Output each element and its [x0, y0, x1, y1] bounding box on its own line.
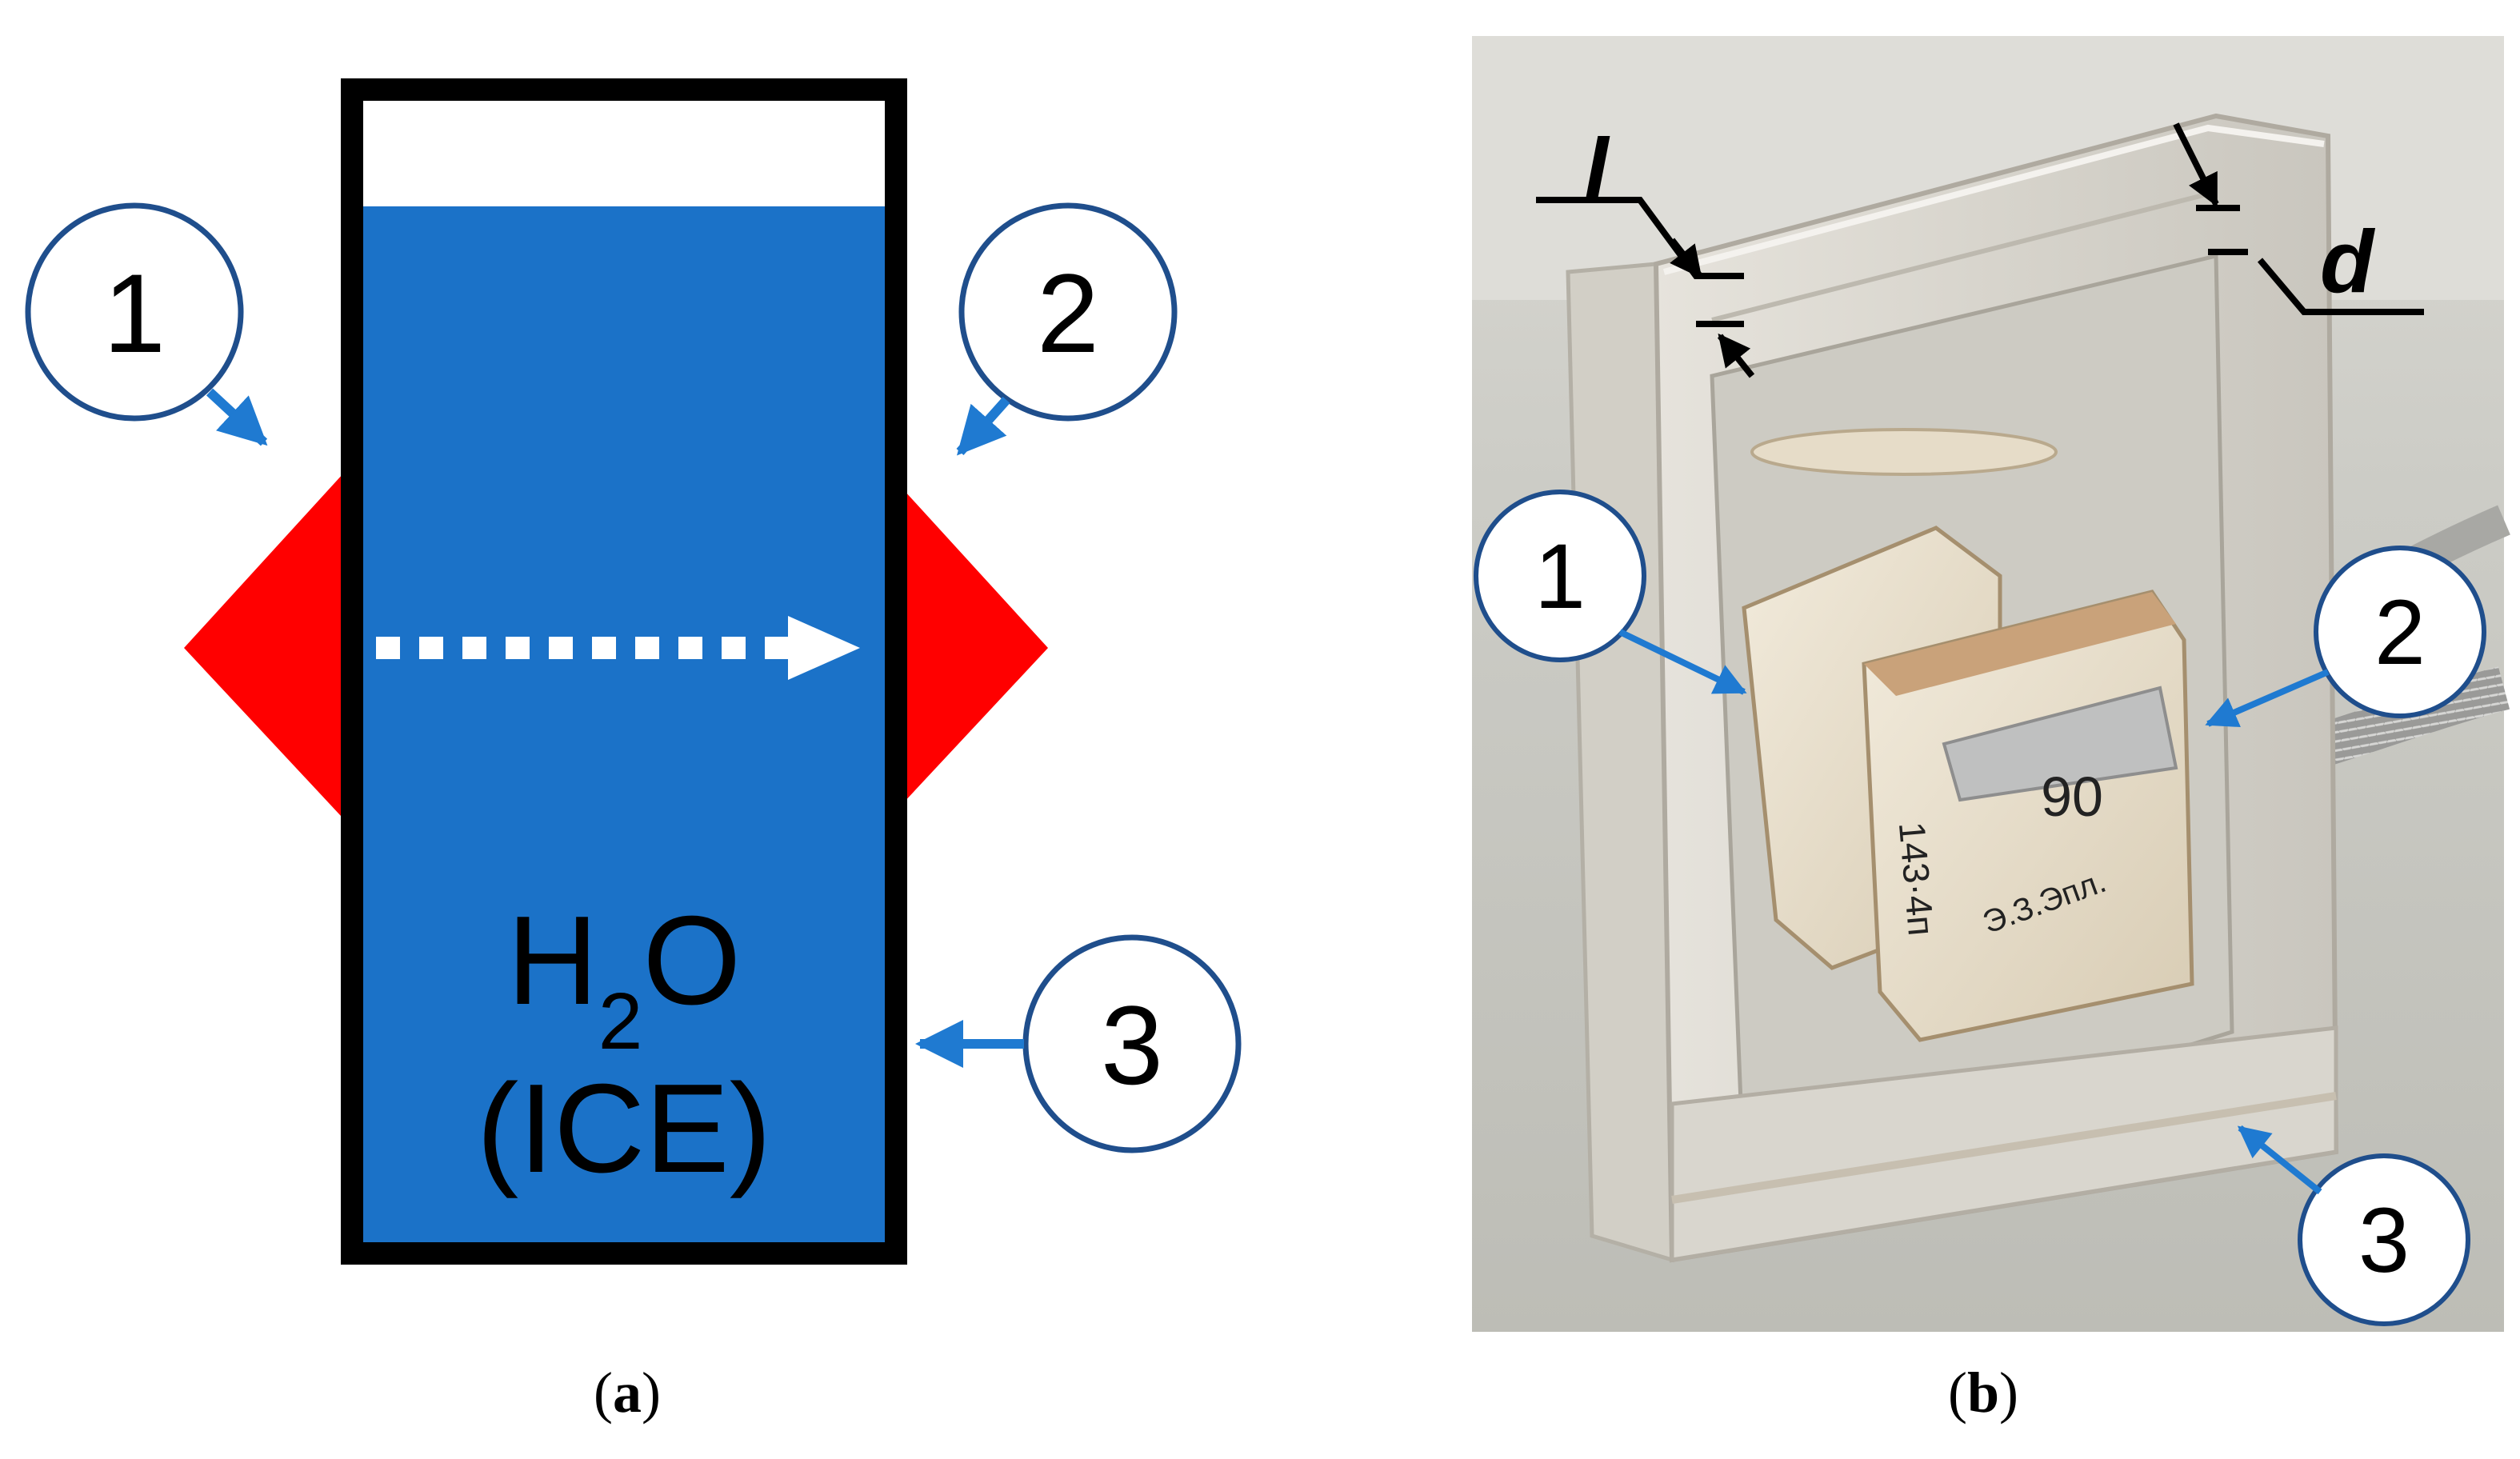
callout-1-b: 1 — [1474, 490, 1747, 695]
callout-3-b: 3 — [2237, 1125, 2470, 1326]
svg-text:2: 2 — [2374, 582, 2426, 684]
panel-a-diagram: H2O (ICE) 1 2 3 — [25, 78, 1242, 1265]
svg-text:3: 3 — [1101, 982, 1163, 1108]
svg-text:1: 1 — [103, 250, 166, 376]
caption-b: (b) — [1948, 1361, 2019, 1425]
svg-text:1: 1 — [1534, 526, 1586, 628]
callout-2-a: 2 — [956, 202, 1178, 456]
sample-label-90: 90 — [2041, 765, 2103, 828]
svg-text:d: d — [2320, 213, 2376, 311]
svg-text:l: l — [1584, 121, 1610, 219]
callout-3-a: 3 — [915, 934, 1242, 1153]
caption-a: (a) — [594, 1361, 661, 1425]
svg-text:3: 3 — [2358, 1189, 2410, 1292]
callout-2-b: 2 — [2205, 546, 2486, 728]
sample-electrodes: 90 143·4п Э.З.Эпл. — [1742, 526, 2194, 1042]
substance-label: H2O — [507, 890, 742, 1066]
electrode-left — [184, 464, 352, 828]
substance-state-label: (ICE) — [477, 1058, 772, 1199]
water-fill — [363, 206, 885, 1242]
dimension-d: d — [2173, 122, 2424, 315]
field-arrow-head — [788, 616, 860, 680]
sample-label-143: 143·4п — [1891, 820, 1942, 937]
panel-b-photo: 90 143·4п Э.З.Эпл. l d 1 2 — [1472, 36, 2510, 1332]
callout-1-a: 1 — [25, 202, 268, 446]
svg-text:2: 2 — [1037, 250, 1099, 376]
dimension-l: l — [1536, 121, 1755, 378]
electrode-right — [880, 464, 1048, 828]
